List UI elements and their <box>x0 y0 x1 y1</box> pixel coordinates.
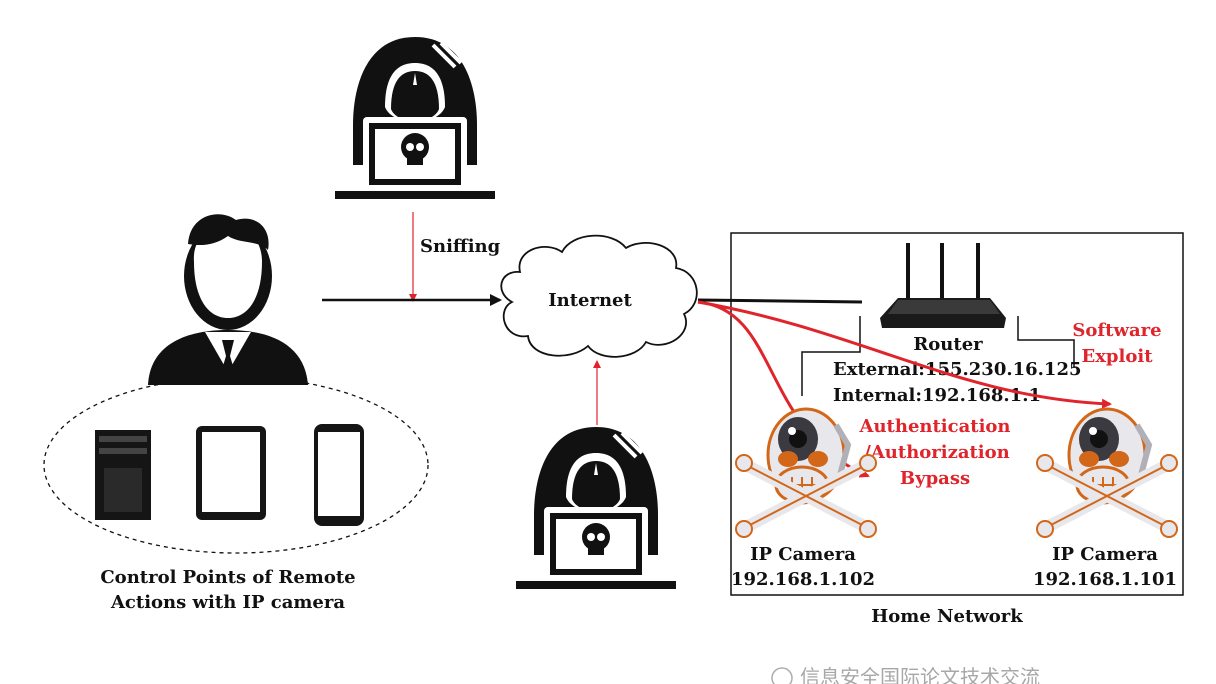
right-camera-ip: 192.168.1.101 <box>1033 569 1177 590</box>
router-internal-ip: Internal:192.168.1.1 <box>833 385 1041 406</box>
internet-cloud-icon <box>500 234 698 358</box>
control-points-ellipse <box>43 376 429 554</box>
bottom-hacker-icon <box>514 425 678 591</box>
internet-to-router-line <box>697 298 863 304</box>
router-label: Router <box>913 334 983 355</box>
home-network-label: Home Network <box>871 606 1023 627</box>
top-hacker-icon <box>333 35 497 201</box>
watermark: 信息安全国际论文技术交流 <box>771 665 1040 684</box>
desktop-tower-icon <box>95 430 151 520</box>
router-icon <box>880 243 1006 328</box>
control-points-label-line2: Actions with IP camera <box>110 592 345 613</box>
left-ip-camera-skull-icon <box>736 409 876 537</box>
left-camera-ip: 192.168.1.102 <box>731 569 875 590</box>
internet-label: Internet <box>548 290 632 311</box>
auth-bypass-label-line3: Bypass <box>900 468 970 489</box>
user-businessman-icon <box>148 214 308 385</box>
attack-path-right-camera <box>697 300 1112 409</box>
smartphone-icon <box>314 424 364 526</box>
auth-bypass-label-line1: Authentication <box>858 416 1010 437</box>
auth-bypass-label-line2: /Authorization <box>864 442 1010 463</box>
tablet-icon <box>196 426 266 520</box>
wechat-icon <box>771 667 793 684</box>
left-camera-name: IP Camera <box>750 544 856 565</box>
sniffing-label: Sniffing <box>420 236 501 257</box>
watermark-text: 信息安全国际论文技术交流 <box>800 665 1040 684</box>
home-network-box <box>730 232 1184 596</box>
software-exploit-label-line1: Software <box>1072 320 1161 341</box>
control-points-label-line1: Control Points of Remote <box>100 567 355 588</box>
router-to-right-camera-line <box>1017 316 1075 368</box>
right-camera-name: IP Camera <box>1052 544 1158 565</box>
router-external-ip: External:155.230.16.125 <box>833 359 1082 380</box>
router-to-left-camera-line <box>801 316 861 396</box>
software-exploit-label-line2: Exploit <box>1081 346 1153 367</box>
right-ip-camera-skull-icon <box>1037 409 1177 537</box>
